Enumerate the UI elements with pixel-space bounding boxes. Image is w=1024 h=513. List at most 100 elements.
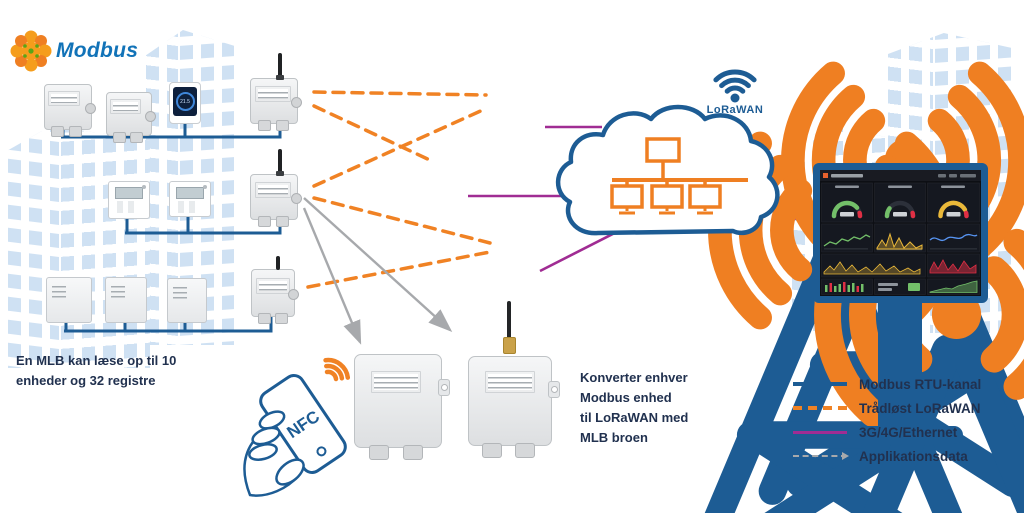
mounting-ear bbox=[548, 381, 560, 398]
legend-line-solid-blue bbox=[793, 382, 847, 386]
controller-lcd bbox=[176, 187, 204, 199]
bridge-note-line1: Konverter enhver bbox=[580, 370, 688, 385]
device-label bbox=[110, 99, 141, 114]
yellow-area-chart bbox=[876, 232, 923, 250]
cable-gland bbox=[403, 445, 423, 460]
capacity-note-line2: enheder og 32 registre bbox=[16, 373, 156, 388]
mlb-gateway-1 bbox=[250, 53, 302, 131]
thermostat: 21.5 bbox=[169, 82, 201, 124]
antenna bbox=[276, 256, 281, 270]
wireless-link bbox=[306, 250, 492, 289]
modbus-meter bbox=[105, 277, 147, 323]
blue-line-chart bbox=[929, 233, 978, 242]
mlb-gateway-3 bbox=[251, 256, 299, 324]
status-led bbox=[203, 185, 207, 189]
legend-item-modbus: Modbus RTU-kanal bbox=[793, 372, 981, 396]
thermostat-dial: 21.5 bbox=[175, 92, 195, 111]
grafana-dashboard bbox=[820, 170, 981, 296]
antenna-base bbox=[275, 171, 284, 176]
mlb-bridge-box bbox=[354, 354, 450, 460]
device-label bbox=[255, 86, 291, 102]
side-connector bbox=[145, 110, 156, 122]
gauge-row bbox=[831, 200, 969, 219]
legend-label: Trådløst LoRaWAN bbox=[859, 400, 981, 416]
red-chart bbox=[929, 259, 977, 274]
sma-connector bbox=[503, 337, 516, 354]
controller-buttons bbox=[178, 201, 200, 213]
modbus-meter bbox=[167, 278, 207, 323]
wireless-link bbox=[312, 196, 492, 245]
monitor-base bbox=[838, 426, 963, 444]
legend-label: Applikationsdata bbox=[859, 448, 968, 464]
application-data-lines bbox=[302, 197, 453, 345]
cable-gland bbox=[276, 216, 289, 227]
gauge-green bbox=[831, 200, 860, 219]
legend-label: 3G/4G/Ethernet bbox=[859, 424, 958, 440]
side-connector bbox=[291, 193, 302, 205]
bridge-note-line3: til LoRaWAN med bbox=[580, 410, 689, 425]
legend-line-solid-purple bbox=[793, 430, 847, 434]
bridge-note: Konverter enhver Modbus enhed til LoRaWA… bbox=[580, 368, 720, 448]
dashboard-monitor bbox=[813, 163, 988, 303]
legend-label: Modbus RTU-kanal bbox=[859, 376, 982, 392]
bridge-note-line2: Modbus enhed bbox=[580, 390, 672, 405]
network-cloud bbox=[555, 104, 780, 236]
wireless-link bbox=[312, 104, 436, 164]
antenna bbox=[277, 149, 282, 175]
sparkline-bars bbox=[825, 282, 864, 292]
cable-gland bbox=[51, 126, 64, 137]
legend-line-dashed-orange bbox=[793, 406, 847, 410]
thermostat-screen: 21.5 bbox=[173, 87, 197, 116]
green-rising-chart bbox=[929, 280, 978, 293]
controller-lcd bbox=[115, 187, 143, 199]
cable-gland bbox=[258, 313, 271, 324]
antenna bbox=[277, 53, 282, 79]
legend-item-lorawan: Trådløst LoRaWAN bbox=[793, 396, 981, 420]
modbus-bus-3 bbox=[64, 310, 273, 333]
monitor-stand bbox=[878, 301, 922, 429]
green-line-chart bbox=[823, 234, 871, 247]
controller-buttons bbox=[117, 201, 139, 213]
capacity-note: En MLB kan læse op til 10 enheder og 32 … bbox=[16, 351, 216, 391]
side-connector bbox=[288, 289, 299, 301]
app-data-arrow bbox=[302, 207, 362, 345]
yellow-wide-chart bbox=[823, 261, 921, 275]
wireless-link bbox=[312, 90, 488, 97]
cable-gland bbox=[258, 120, 271, 131]
cloud-network-icon bbox=[610, 137, 748, 215]
legend-line-arrow-gray bbox=[793, 452, 849, 460]
cable-gland bbox=[276, 120, 289, 131]
client-monitor-icon bbox=[688, 184, 722, 209]
app-data-arrow bbox=[303, 197, 453, 333]
lorawan-label: LoRaWAN bbox=[706, 104, 764, 116]
legend: Modbus RTU-kanal Trådløst LoRaWAN 3G/4G/… bbox=[793, 372, 981, 468]
dashboard-logo-icon bbox=[823, 173, 828, 178]
cable-gland bbox=[258, 216, 271, 227]
device-label bbox=[48, 91, 80, 106]
lorawan-wifi-icon bbox=[713, 69, 757, 103]
thermostat-value: 21.5 bbox=[180, 98, 190, 105]
cable-gland bbox=[69, 126, 82, 137]
mlb-bridge-box-antenna bbox=[468, 301, 560, 458]
antenna bbox=[507, 301, 511, 339]
server-monitor-icon bbox=[645, 137, 681, 163]
device-label bbox=[256, 278, 290, 294]
hand-fingers bbox=[248, 410, 305, 486]
client-monitor-icon bbox=[610, 184, 644, 209]
device-label bbox=[255, 182, 291, 198]
modbus-logo-text: Modbus bbox=[56, 39, 139, 62]
client-monitor-icon bbox=[650, 184, 684, 209]
cable-gland bbox=[130, 132, 143, 143]
legend-item-backhaul: 3G/4G/Ethernet bbox=[793, 420, 981, 444]
modbus-sensor-box bbox=[106, 92, 156, 143]
mounting-ear bbox=[438, 379, 450, 396]
lorawan-wireless-links bbox=[306, 90, 492, 289]
mlb-gateway-2 bbox=[250, 149, 302, 227]
status-led bbox=[142, 185, 146, 189]
stat-panel bbox=[878, 283, 920, 291]
capacity-note-line1: En MLB kan læse op til 10 bbox=[16, 353, 177, 368]
modbus-logo: Modbus bbox=[8, 26, 138, 76]
cable-gland bbox=[113, 132, 126, 143]
modbus-sensor-box bbox=[44, 84, 96, 137]
